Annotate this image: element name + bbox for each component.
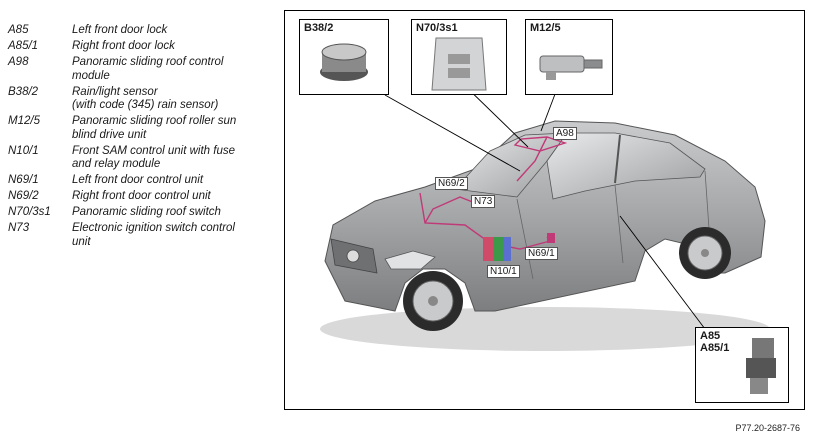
legend-row: N70/3s1 Panoramic sliding roof switch bbox=[8, 206, 278, 220]
sunblind-drive-unit-icon bbox=[539, 55, 603, 80]
tag-a98: A98 bbox=[553, 127, 577, 140]
legend-code: A85 bbox=[8, 24, 29, 36]
roof-switch-icon bbox=[431, 37, 487, 91]
door-control-module bbox=[547, 233, 555, 243]
side-windows bbox=[546, 132, 706, 200]
callout-m12-5: M12/5 bbox=[525, 19, 613, 95]
door-lock-icon bbox=[746, 338, 776, 394]
callout-a85: A85 A85/1 bbox=[695, 327, 789, 403]
front-sam-module-red bbox=[483, 237, 493, 261]
legend-description: Panoramic sliding roof control module bbox=[72, 56, 224, 82]
legend-description: Left front door control unit bbox=[72, 174, 204, 186]
legend-row: B38/2 Rain/light sensor (with code (345) … bbox=[8, 86, 278, 113]
callout-n70-3s1-label: N70/3s1 bbox=[416, 22, 458, 34]
legend-description: Left front door lock bbox=[72, 24, 168, 36]
tag-n69-1: N69/1 bbox=[525, 247, 558, 260]
legend-code: N10/1 bbox=[8, 144, 39, 157]
front-sam-module-blue bbox=[503, 237, 511, 261]
headlight bbox=[384, 250, 436, 270]
legend-row: A85/1 Right front door lock bbox=[8, 40, 278, 54]
legend-code: N69/1 bbox=[8, 174, 39, 186]
legend-description: Panoramic sliding roof switch bbox=[72, 206, 221, 218]
legend-description: Front SAM control unit with fuse and rel… bbox=[72, 144, 235, 171]
legend-code: A85/1 bbox=[8, 40, 39, 52]
callout-m12-5-label: M12/5 bbox=[530, 22, 561, 34]
tag-n69-2: N69/2 bbox=[435, 177, 468, 190]
vehicle-illustration bbox=[320, 80, 770, 351]
legend-row: M12/5 Panoramic sliding roof roller sun b… bbox=[8, 115, 278, 142]
rain-light-sensor-icon bbox=[320, 43, 368, 81]
front-wheel bbox=[403, 271, 463, 331]
legend-code: N73 bbox=[8, 222, 30, 234]
legend-description: Right front door control unit bbox=[72, 190, 211, 202]
legend-row: N69/2 Right front door control unit bbox=[8, 190, 278, 204]
vehicle-diagram: B38/2 N70/3s1 M12/5 A85 A85/1 A98 bbox=[284, 10, 805, 410]
legend-code: B38/2 bbox=[8, 85, 39, 98]
legend-row: A85 Left front door lock bbox=[8, 24, 278, 38]
legend-row: A98 Panoramic sliding roof control module bbox=[8, 56, 278, 83]
figure-reference: P77.20-2687-76 bbox=[735, 423, 800, 433]
legend-description: Panoramic sliding roof roller sun blind … bbox=[72, 115, 237, 141]
legend-code: A98 bbox=[8, 56, 29, 68]
front-sam-module-green bbox=[493, 237, 503, 261]
tag-n10-1: N10/1 bbox=[487, 265, 520, 278]
legend-code: N70/3s1 bbox=[8, 206, 51, 218]
callout-a85-label: A85 A85/1 bbox=[700, 330, 730, 354]
legend-description: Electronic ignition switch control unit bbox=[72, 222, 235, 248]
callout-b38-2-label: B38/2 bbox=[304, 22, 334, 34]
legend-code: N69/2 bbox=[8, 190, 39, 202]
legend-row: N10/1 Front SAM control unit with fuse an… bbox=[8, 145, 278, 172]
legend-row: N73 Electronic ignition switch control un… bbox=[8, 222, 278, 249]
rear-wheel bbox=[679, 227, 731, 279]
legend-description: Right front door lock bbox=[72, 40, 175, 52]
door-pillar bbox=[614, 134, 621, 184]
legend-code: M12/5 bbox=[8, 115, 40, 127]
legend-description: Rain/light sensor (with code (345) rain … bbox=[72, 85, 219, 112]
callout-b38-2: B38/2 bbox=[299, 19, 389, 95]
tag-n73: N73 bbox=[471, 195, 496, 208]
legend-row: N69/1 Left front door control unit bbox=[8, 174, 278, 188]
callout-n70-3s1: N70/3s1 bbox=[411, 19, 507, 95]
star-emblem bbox=[346, 249, 360, 263]
